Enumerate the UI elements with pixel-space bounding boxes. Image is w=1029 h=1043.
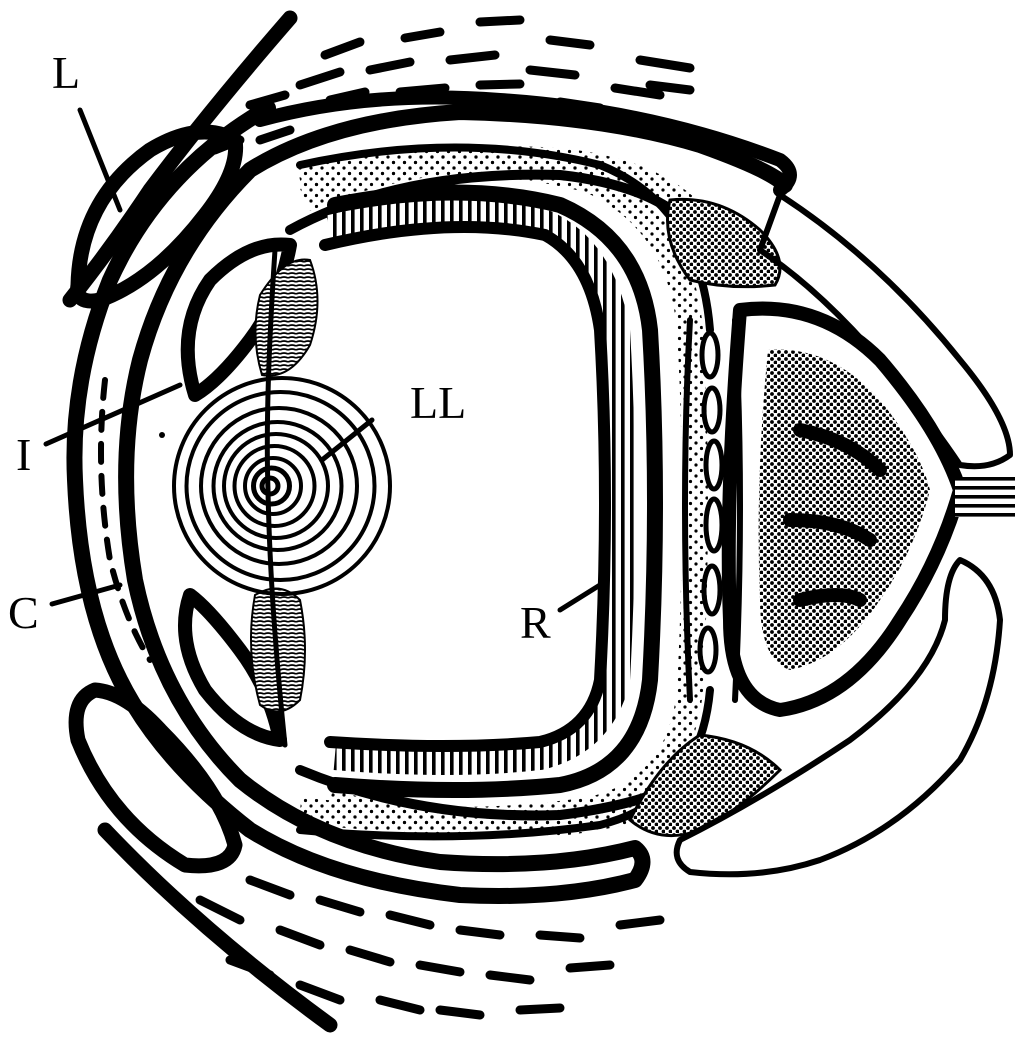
tissue-dash bbox=[315, 895, 365, 917]
leader-lid bbox=[77, 107, 123, 213]
lens-ring bbox=[199, 406, 359, 566]
tissue-dash bbox=[365, 57, 415, 75]
tissue-dash bbox=[245, 875, 295, 900]
leader-lens bbox=[319, 417, 375, 463]
tissue-dash bbox=[295, 980, 345, 1005]
tissue-dash bbox=[475, 79, 525, 90]
extraocular-muscles bbox=[628, 197, 783, 838]
label-lid: L bbox=[52, 47, 80, 98]
label-cornea: C bbox=[8, 587, 39, 638]
labels: L I C LL R bbox=[8, 47, 551, 648]
tissue-dash bbox=[255, 125, 295, 145]
lens-ring bbox=[259, 475, 281, 497]
tissue-dash bbox=[275, 925, 325, 950]
label-lens: LL bbox=[410, 377, 466, 428]
label-retina: R bbox=[520, 597, 551, 648]
tissue-dash bbox=[445, 50, 500, 65]
tissue-dash bbox=[400, 27, 445, 43]
tissue-dash bbox=[515, 1003, 565, 1015]
tissue-dash bbox=[320, 37, 365, 60]
lens bbox=[172, 376, 392, 596]
tissue-dash bbox=[615, 915, 665, 930]
lens-ring bbox=[243, 456, 303, 516]
label-iris: I bbox=[16, 429, 31, 480]
tissue-dash bbox=[415, 960, 465, 977]
tissue-dash bbox=[455, 925, 505, 940]
tissue-dash bbox=[295, 67, 345, 90]
tissue-dash bbox=[195, 895, 245, 925]
lens-ring bbox=[251, 465, 292, 507]
tissue-dash bbox=[385, 910, 435, 930]
tissue-dash bbox=[345, 945, 395, 967]
tissue-dash bbox=[545, 35, 595, 50]
retina bbox=[319, 184, 663, 798]
cornea-sclera bbox=[66, 90, 797, 904]
tissue-dash bbox=[485, 970, 535, 985]
tissue-dash bbox=[535, 930, 585, 943]
lens-ring bbox=[232, 444, 317, 528]
tissue-dash bbox=[645, 80, 695, 95]
orbital-tissue bbox=[673, 192, 1013, 878]
label-leaders bbox=[43, 107, 603, 613]
tissue-dash bbox=[635, 55, 695, 73]
leader-retina bbox=[557, 582, 603, 613]
tissue-dash bbox=[475, 15, 525, 27]
tissue-dash bbox=[375, 995, 425, 1015]
tissue-dash bbox=[565, 960, 615, 973]
iris bbox=[178, 237, 319, 748]
lens-ring bbox=[184, 390, 377, 582]
tissue-dash bbox=[435, 1005, 485, 1020]
leader-iris bbox=[43, 382, 183, 447]
optic-lobe bbox=[721, 301, 1015, 717]
speck bbox=[159, 432, 165, 438]
lens-ring bbox=[172, 376, 392, 596]
leader-cornea bbox=[49, 582, 123, 607]
tissue-dash bbox=[610, 83, 665, 100]
lens-ring bbox=[222, 432, 330, 540]
lens-ring bbox=[211, 420, 344, 552]
tissue-dash bbox=[525, 65, 580, 80]
tissue-dash bbox=[245, 90, 290, 110]
